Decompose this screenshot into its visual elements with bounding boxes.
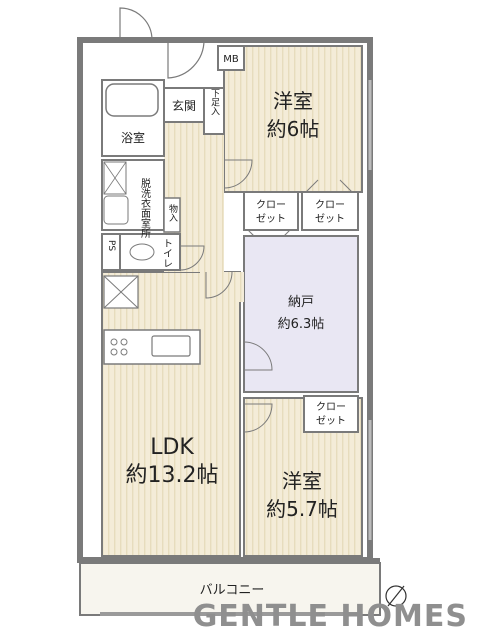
north-arrow-icon — [385, 585, 407, 607]
closet-2-box — [301, 191, 359, 231]
stove-burner-4 — [120, 348, 128, 356]
closet-1-label-line1: クロー — [256, 199, 286, 211]
western-2-name: 洋室 — [282, 469, 322, 493]
hallway-lower — [200, 272, 244, 302]
shoe-box-label: 下足入 — [209, 89, 220, 116]
western-1-size: 約6帖 — [267, 117, 320, 141]
closet-2-label-line1: クロー — [315, 199, 345, 211]
washer-x-2 — [103, 161, 127, 195]
bath-label: 浴室 — [121, 130, 145, 145]
closet-3-label-line1: クロー — [316, 401, 346, 413]
closet-1-box — [243, 191, 299, 231]
stove-burner-2 — [120, 338, 128, 346]
wash-basin — [103, 195, 129, 225]
storage-room-floor — [243, 235, 359, 393]
door-swing-western-1 — [223, 159, 253, 189]
outer-door-swing — [119, 7, 153, 41]
stove-burner-1 — [110, 338, 118, 346]
mb-box — [217, 45, 245, 71]
closet-3-overlay — [303, 395, 359, 433]
door-swing-toilet — [179, 245, 205, 271]
brand-logo-text: GENTLE HOMES — [192, 599, 468, 634]
door-swing-ldk — [205, 271, 233, 299]
kitchen-sink — [151, 335, 191, 357]
washroom-label: 脱洗衣面室所 — [139, 177, 151, 239]
balcony-rail — [100, 612, 362, 616]
front-door-swing — [167, 39, 205, 79]
north-arrow-needle — [387, 585, 405, 607]
toilet-label: トイレ — [161, 238, 173, 268]
bathtub — [105, 83, 159, 117]
door-swing-storage — [243, 341, 273, 371]
ldk-name: LDK — [150, 435, 194, 460]
closet-door-marks-3 — [305, 179, 319, 193]
closet-1-label-line2: ゼット — [256, 213, 286, 225]
shoe-box — [203, 87, 225, 135]
door-swing-western-2 — [243, 403, 273, 433]
storage-name: 納戸 — [288, 295, 314, 310]
storage-size: 約6.3帖 — [278, 317, 325, 332]
ps-label: PS — [106, 240, 116, 251]
fridge-x-2 — [103, 275, 139, 309]
stove-burner-3 — [110, 348, 118, 356]
closet-3-label-line2: ゼット — [316, 415, 346, 427]
ldk-size: 約13.2帖 — [126, 463, 219, 488]
western-2-size: 約5.7帖 — [266, 497, 338, 521]
small-storage-box — [163, 197, 181, 233]
ldk-floor — [101, 271, 241, 557]
small-storage-label: 物入 — [167, 203, 178, 222]
closet-door-marks-4 — [339, 179, 353, 193]
closet-2-label-line2: ゼット — [315, 213, 345, 225]
entrance-label: 玄関 — [172, 98, 196, 113]
toilet-bowl — [129, 243, 155, 261]
western-1-name: 洋室 — [273, 89, 313, 113]
balcony-label: バルコニー — [200, 583, 265, 598]
mb-label: MB — [223, 54, 239, 65]
